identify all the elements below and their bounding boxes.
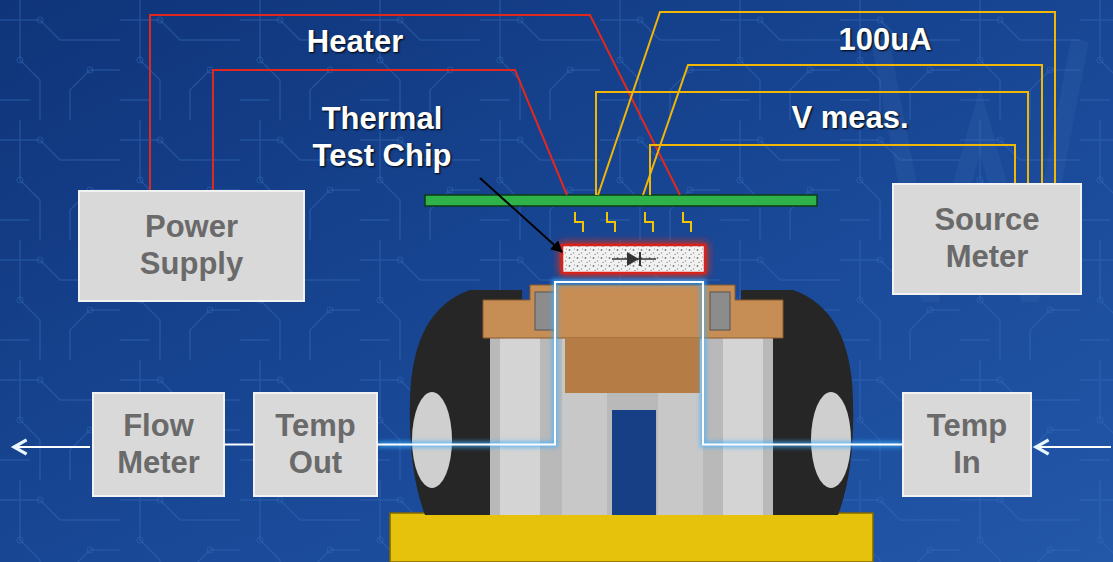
diode-symbol [612, 252, 656, 266]
base-plate [390, 513, 873, 562]
sense-wire [643, 65, 1042, 195]
diode-bar [639, 252, 641, 266]
heater-wire [213, 70, 567, 195]
copper-neck [565, 338, 700, 393]
flow-in-arrow [1036, 446, 1111, 448]
manifold-body [490, 330, 773, 515]
sense-wire [598, 12, 1055, 195]
annotation-label: 100uA [838, 22, 931, 59]
instrument-box: Flow Meter [92, 392, 225, 497]
flow-out-arrow [14, 446, 90, 448]
copper-cold-plate [483, 285, 783, 338]
thermal-test-chip [562, 245, 705, 273]
center-slot [612, 410, 656, 515]
clamp-wheel [412, 392, 452, 488]
instrument-box: Temp Out [253, 392, 378, 497]
instrument-box: Power Supply [78, 190, 305, 302]
coolant-line [225, 444, 253, 445]
instrument-box: Source Meter [892, 183, 1082, 295]
diode-triangle [627, 252, 639, 266]
flow-glow [14, 444, 90, 450]
sense-wire [596, 92, 1028, 195]
instrument-box: Temp In [902, 392, 1032, 497]
coolant-line-core [225, 444, 253, 446]
box-label: Temp Out [275, 408, 355, 481]
coolant-line-core [378, 282, 902, 445]
manifold-column [500, 338, 540, 515]
clamp-wheel [811, 392, 851, 488]
box-label: Power Supply [140, 209, 243, 282]
screw [710, 292, 730, 330]
box-label: Temp In [927, 408, 1007, 481]
box-label: Flow Meter [117, 408, 200, 481]
annotation-label: V meas. [791, 100, 908, 137]
heater-wire [150, 15, 680, 195]
coolant-line-glow [378, 282, 902, 445]
leader-arrow [480, 178, 562, 252]
coolant-line-glow [225, 442, 253, 448]
annotation-label: Heater [307, 24, 404, 61]
heater-glow [560, 243, 707, 275]
flow-glow [1036, 444, 1111, 450]
box-label: Source Meter [934, 202, 1039, 275]
solder-contacts [575, 212, 691, 232]
coolant-line [378, 282, 902, 445]
manifold-column [723, 338, 763, 515]
annotation-label: Thermal Test Chip [292, 101, 472, 174]
test-board [425, 195, 817, 206]
